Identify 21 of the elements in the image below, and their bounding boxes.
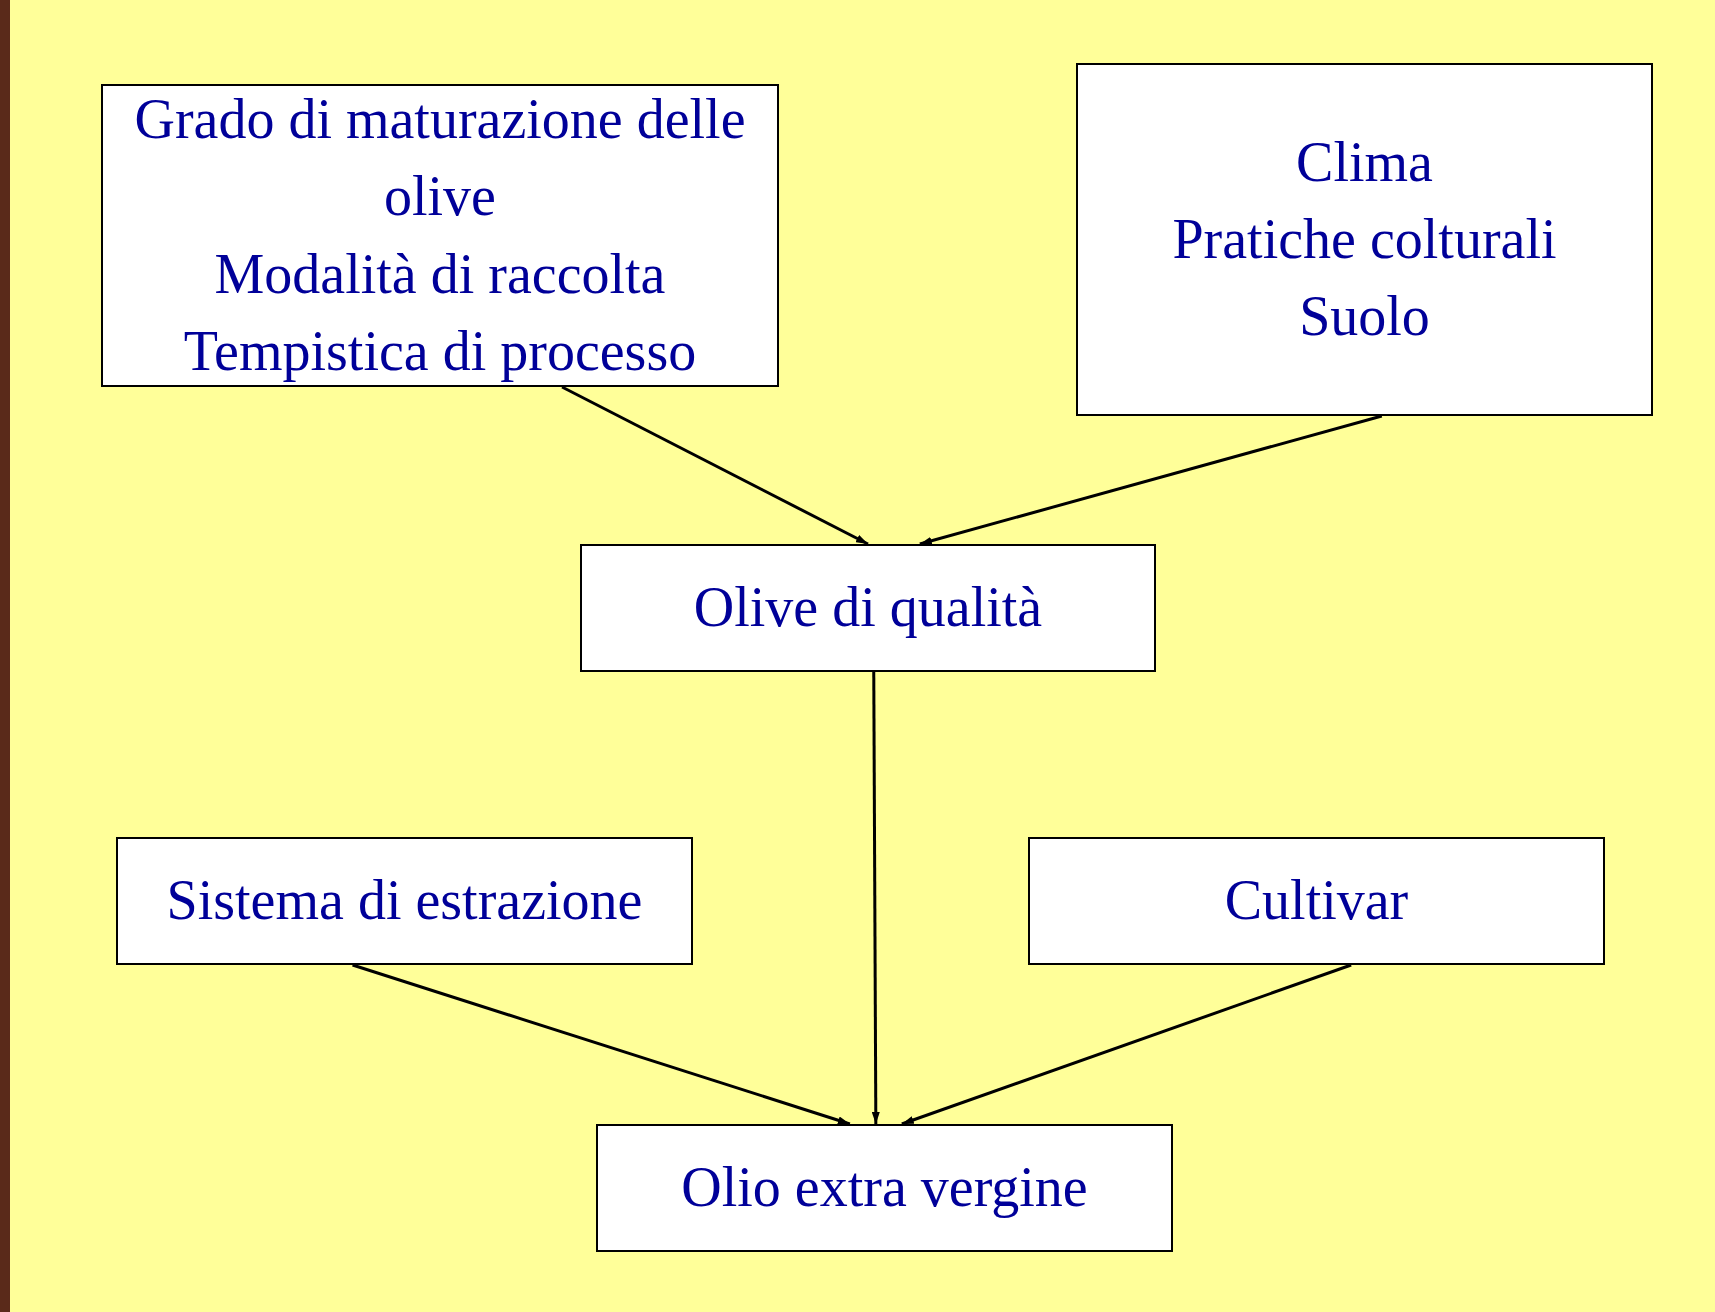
- box-text: Sistema di estrazione: [166, 868, 643, 934]
- process-box: [580, 544, 1156, 672]
- box-text: Modalità di raccolta: [214, 241, 666, 307]
- arrow: [901, 963, 1352, 1126]
- process-box: [596, 1124, 1173, 1252]
- box-text: Grado di maturazione delle olive: [133, 86, 747, 230]
- box-text: Olive di qualità: [693, 575, 1043, 641]
- process-box: [116, 837, 693, 965]
- box-text: Cultivar: [1224, 868, 1409, 934]
- arrow: [871, 672, 880, 1124]
- process-box: [1028, 837, 1605, 965]
- box-text: Suolo: [1299, 284, 1430, 350]
- process-box: [1076, 63, 1653, 416]
- box-text: Clima: [1296, 129, 1433, 195]
- box-text: Tempistica di processo: [183, 318, 697, 384]
- box-text: Pratiche colturali: [1172, 206, 1557, 272]
- arrow: [561, 385, 869, 546]
- box-text: Olio extra vergine: [681, 1155, 1088, 1221]
- process-box: [101, 84, 779, 387]
- arrow: [919, 414, 1383, 546]
- arrow: [352, 963, 851, 1126]
